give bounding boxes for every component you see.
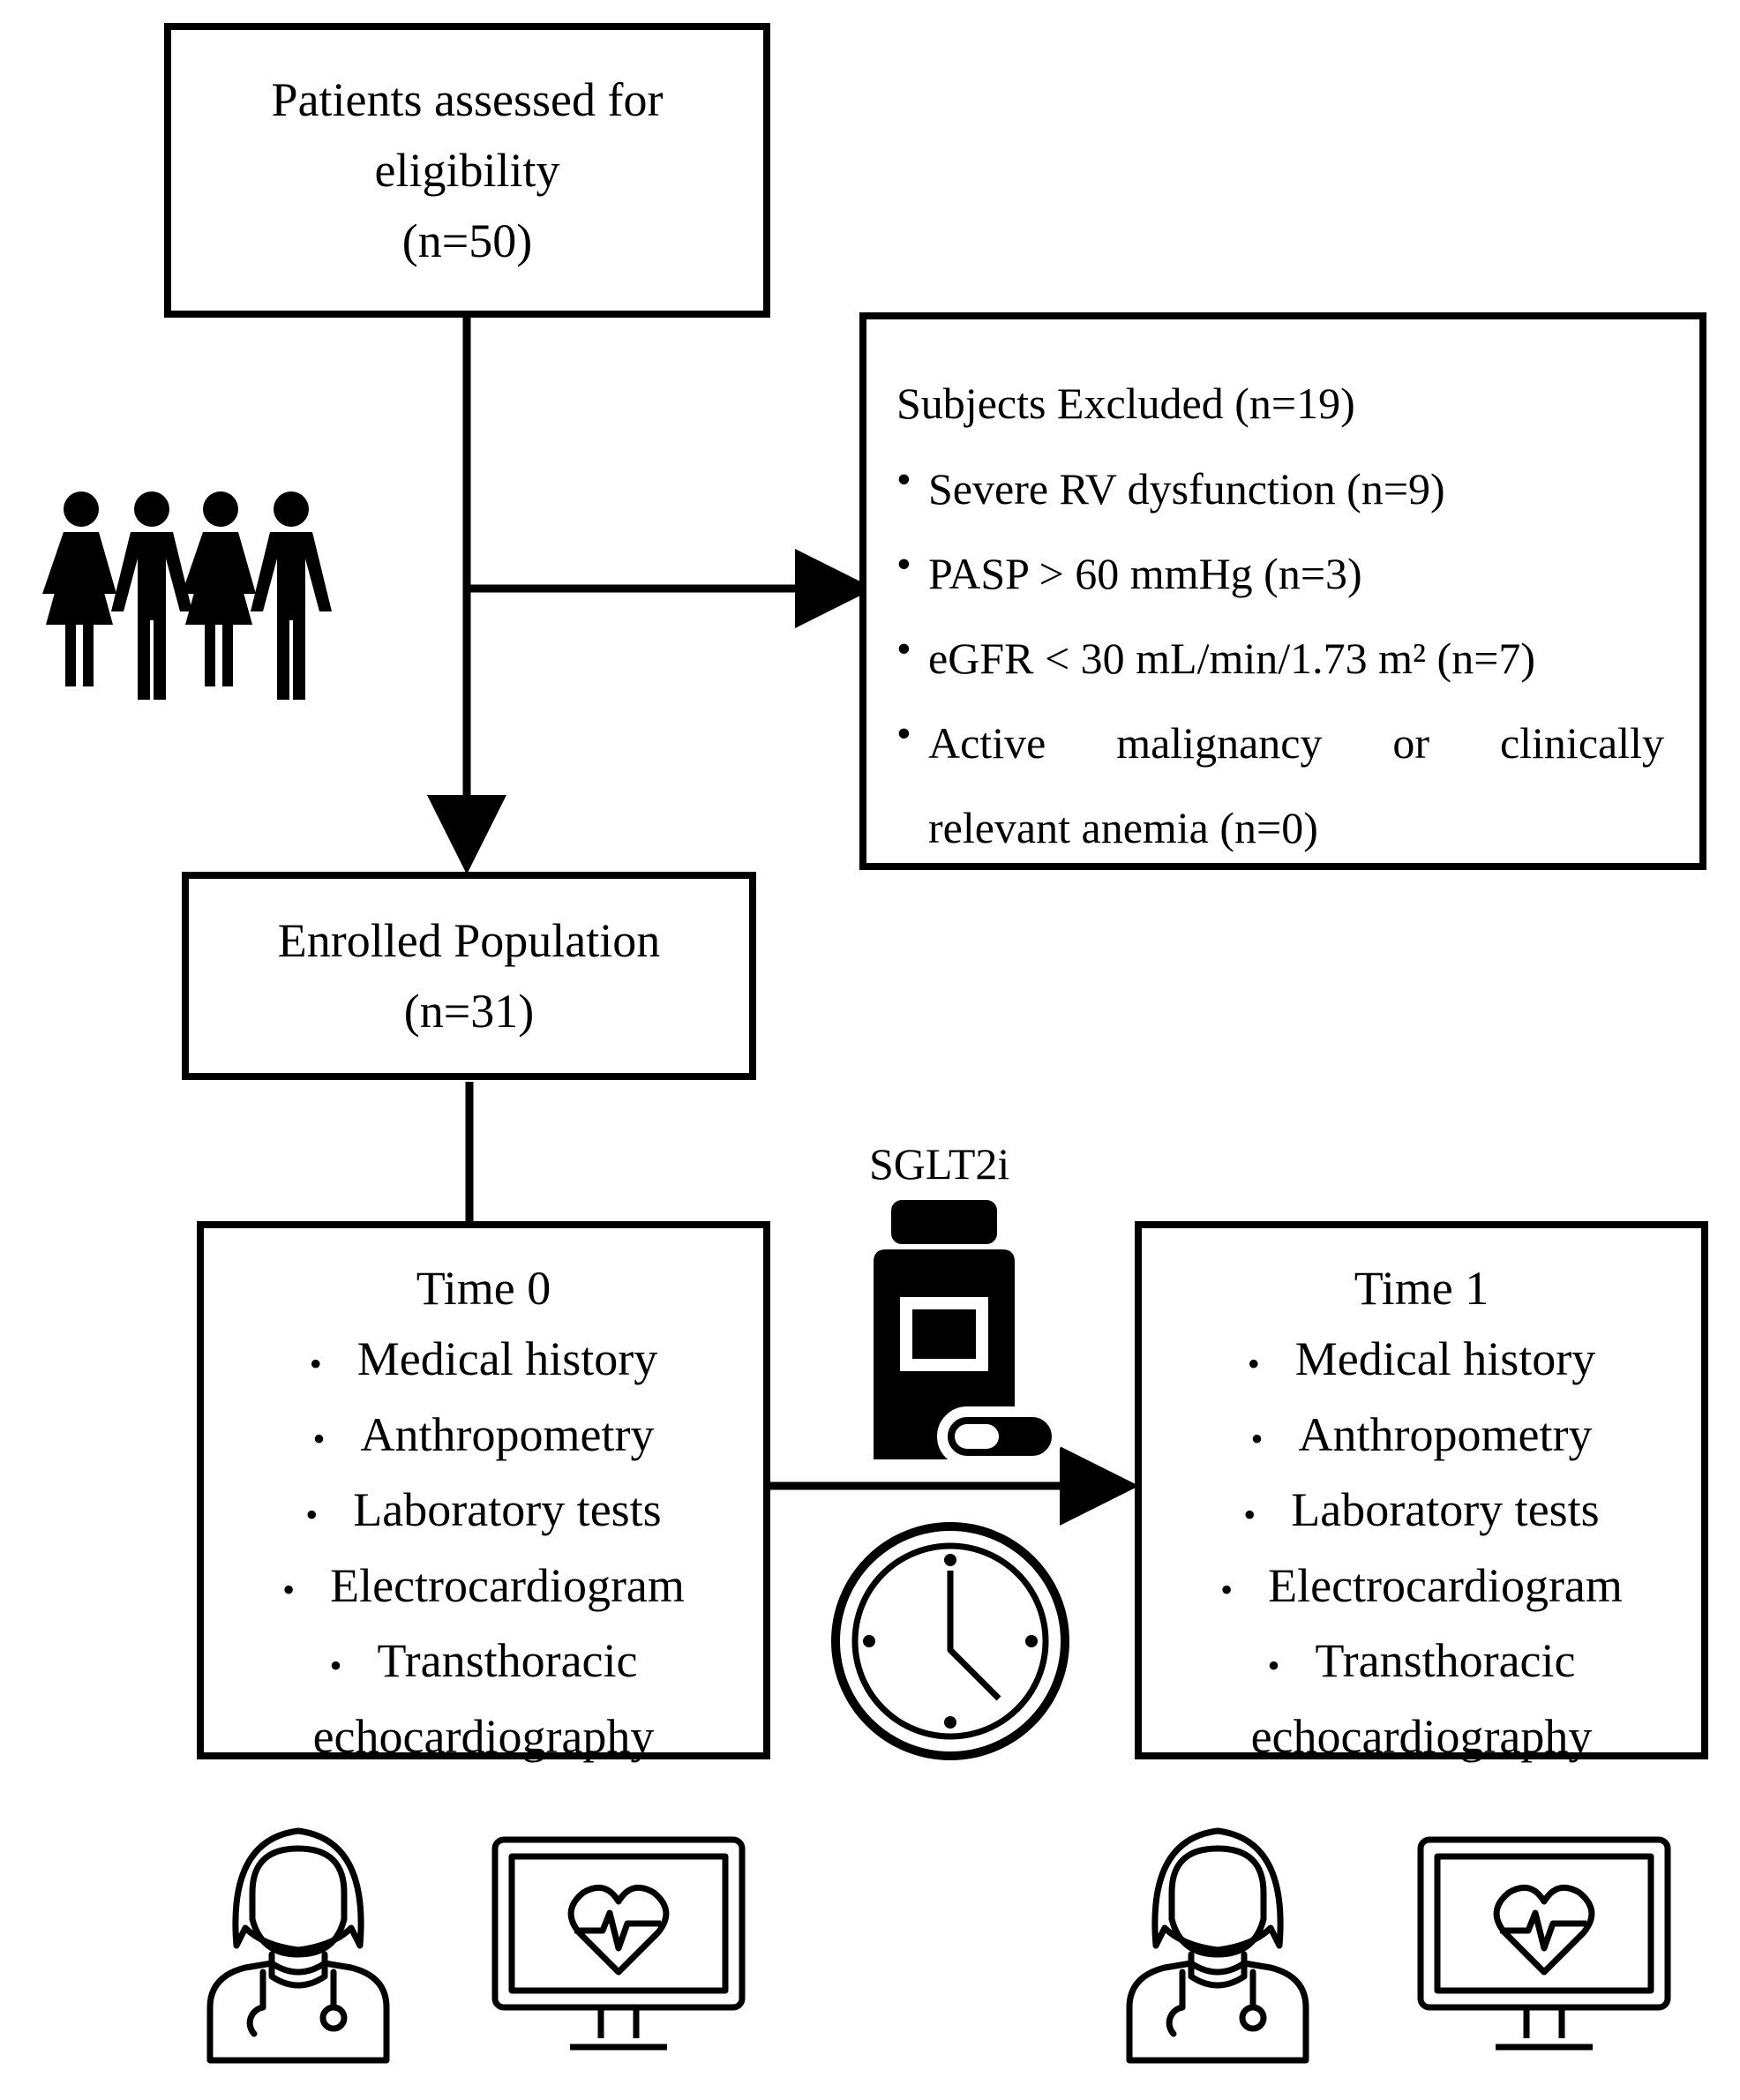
- list-item: •Laboratory tests: [1243, 1483, 1600, 1537]
- enrolled-box: Enrolled Population (n=31): [182, 872, 756, 1080]
- list-item: •Laboratory tests: [305, 1483, 662, 1537]
- time1-box: Time 1 •Medical history •Anthropometry •…: [1135, 1221, 1708, 1763]
- list-item: •Transthoracic: [1267, 1634, 1576, 1688]
- eligibility-count: (n=50): [401, 214, 533, 267]
- medicine-bottle-icon: [874, 1200, 1062, 1465]
- drug-label: SGLT2i: [869, 1139, 1010, 1189]
- excluded-item: Severe RV dysfunction (n=9): [896, 438, 1664, 531]
- time0-list: •Medical history •Anthropometry •Laborat…: [204, 1324, 763, 1772]
- list-item-continuation: echocardiography: [1250, 1710, 1593, 1764]
- eligibility-box: Patients assessed for eligibility (n=50): [164, 23, 770, 318]
- list-item: •Medical history: [309, 1332, 658, 1385]
- list-item: •Anthropometry: [312, 1407, 655, 1461]
- doctor-icon: [206, 1827, 390, 2064]
- list-item: •Electrocardiogram: [282, 1558, 685, 1612]
- enrolled-count: (n=31): [403, 985, 535, 1038]
- excluded-item-4: Active malignancy or clinically: [896, 692, 1664, 785]
- excluded-box: Subjects Excluded (n=19) Severe RV dysfu…: [859, 312, 1706, 870]
- people-group-icon: [42, 491, 332, 700]
- enrolled-label: Enrolled Population: [277, 914, 661, 967]
- time1-list: •Medical history •Anthropometry •Laborat…: [1142, 1324, 1701, 1772]
- doctor-icon: [1126, 1827, 1309, 2064]
- time1-title: Time 1: [1354, 1262, 1489, 1315]
- heart-monitor-icon: [1417, 1836, 1671, 2051]
- list-item: •Electrocardiogram: [1220, 1558, 1623, 1612]
- excluded-item: PASP > 60 mmHg (n=3): [896, 522, 1664, 616]
- list-item-continuation: echocardiography: [312, 1710, 655, 1764]
- eligibility-line1: Patients assessed for: [271, 73, 664, 126]
- clock-icon: [831, 1522, 1069, 1760]
- time0-title: Time 0: [416, 1262, 551, 1315]
- time0-box: Time 0 •Medical history •Anthropometry •…: [197, 1221, 770, 1763]
- list-item: •Transthoracic: [329, 1634, 638, 1688]
- excluded-item: eGFR < 30 mL/min/1.73 m² (n=7): [896, 607, 1664, 701]
- eligibility-line2: eligibility: [374, 144, 560, 197]
- list-item: •Medical history: [1247, 1332, 1596, 1385]
- pill-icon: [937, 1406, 1062, 1465]
- excluded-item-4-line2: relevant anemia (n=0): [928, 803, 1318, 852]
- excluded-item-4-line1: Active malignancy or clinically: [928, 718, 1664, 768]
- heart-monitor-icon: [491, 1836, 746, 2051]
- excluded-header: Subjects Excluded (n=19): [896, 379, 1355, 428]
- list-item: •Anthropometry: [1250, 1407, 1593, 1461]
